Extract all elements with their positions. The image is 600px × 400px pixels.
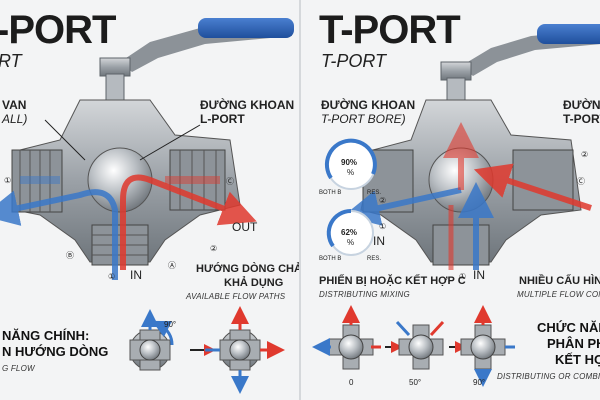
t-port-title: T-PORT xyxy=(319,8,461,52)
label-van: VAN xyxy=(2,98,27,112)
stem-nut xyxy=(99,57,131,77)
marker-1b: ① xyxy=(108,272,116,281)
mixing-label-en: DISTRIBUTING MIXING xyxy=(319,290,410,299)
handle-grip xyxy=(537,24,600,44)
function-en: G FLOW xyxy=(2,364,35,373)
marker-2: ② xyxy=(210,244,218,253)
angle-0: 0 xyxy=(349,378,354,387)
label-bore-vi: ĐƯỜNG KHOAN xyxy=(200,98,295,112)
label-top-right-1: ĐƯỜNG xyxy=(563,98,600,112)
marker-c: Ⓒ xyxy=(577,177,585,186)
marker-c: Ⓒ xyxy=(226,177,234,186)
bottom-port xyxy=(432,224,490,266)
gauge-2-pct: % xyxy=(347,238,355,247)
marker-1b: ① xyxy=(459,272,467,281)
flow-paths-en: AVAILABLE FLOW PATHS xyxy=(186,292,286,301)
l-port-title: -PORT xyxy=(0,8,116,52)
flow-in-label-2: IN xyxy=(473,268,485,282)
multi-label-en: MULTIPLE FLOW CONF xyxy=(517,290,600,299)
gauge-1-value: 90% xyxy=(341,158,358,167)
gauge-1-pct: % xyxy=(347,168,355,177)
flow-paths-vi-1: HƯỚNG DÒNG CHẢY xyxy=(196,263,299,275)
mixing-label-vi: PHIẾN BỊ HOẶC KẾT HỢP C xyxy=(319,275,466,287)
marker-1a: ① xyxy=(379,222,387,231)
gauge-1 xyxy=(324,138,377,190)
function-subtitle: N HƯỚNG DÒNG xyxy=(2,344,109,359)
l-port-panel: -PORT RT VAN ALL) ĐƯỜNG KHOAN L-PORT OUT… xyxy=(0,0,299,400)
label-top-right-2: T-PORT xyxy=(563,112,600,126)
t-port-rotation-diagram xyxy=(312,305,515,387)
gauge-2-left: BOTH B xyxy=(319,256,342,262)
label-bore-type: L-PORT xyxy=(200,112,245,126)
t-port-panel: T-PORT T-PORT ĐƯỜNG KHOAN T-PORT BORE) Đ… xyxy=(301,0,600,400)
gauge-2-value: 62% xyxy=(341,228,358,237)
rotation-angle: 90° xyxy=(164,320,177,329)
label-bore-vi: ĐƯỜNG KHOAN xyxy=(321,98,416,112)
label-van-en: ALL) xyxy=(2,112,28,126)
marker-a: Ⓐ xyxy=(168,261,176,270)
gauge-1-left: BOTH B xyxy=(319,190,342,196)
marker-2a: ② xyxy=(379,196,387,205)
t-port-subtitle: T-PORT xyxy=(321,51,387,71)
red-flow-in xyxy=(473,163,592,211)
marker-1: ① xyxy=(4,176,12,185)
marker-2b: ② xyxy=(581,150,589,159)
l-port-rotation-diagram xyxy=(129,306,285,394)
marker-b: Ⓑ xyxy=(66,251,74,260)
blue-flow-out xyxy=(343,187,462,226)
red-flow-arrow xyxy=(120,174,257,270)
panel-divider xyxy=(299,0,301,400)
flow-out-label: OUT xyxy=(232,220,258,234)
flow-paths-vi-2: KHẢ DỤNG xyxy=(224,277,284,289)
handle-grip xyxy=(198,18,294,38)
function-en: DISTRIBUTING OR COMBIN xyxy=(497,372,600,381)
angle-90: 90° xyxy=(473,378,486,387)
multi-label-vi: NHIỀU CẤU HÌNH D xyxy=(519,275,600,287)
function-title: CHỨC NĂNG xyxy=(537,320,600,335)
blue-flow-arrow xyxy=(0,189,118,280)
t-port-valve-illustration xyxy=(312,24,600,387)
gauge-2 xyxy=(326,208,374,256)
function-title: NĂNG CHÍNH: xyxy=(2,328,90,343)
function-line-2: PHÂN PHỐ xyxy=(547,336,600,351)
l-port-subtitle: RT xyxy=(0,51,22,71)
l-port-valve-illustration xyxy=(0,18,294,394)
function-line-3: KẾT HỢ xyxy=(555,352,600,367)
gauge-2-right: RES. xyxy=(367,256,382,262)
angle-50: 50° xyxy=(409,378,422,387)
flow-in-label-1: IN xyxy=(373,234,385,248)
flow-in-label: IN xyxy=(130,268,142,282)
gauge-1-right: RES. xyxy=(367,190,382,196)
label-bore-en: T-PORT BORE) xyxy=(321,112,406,126)
